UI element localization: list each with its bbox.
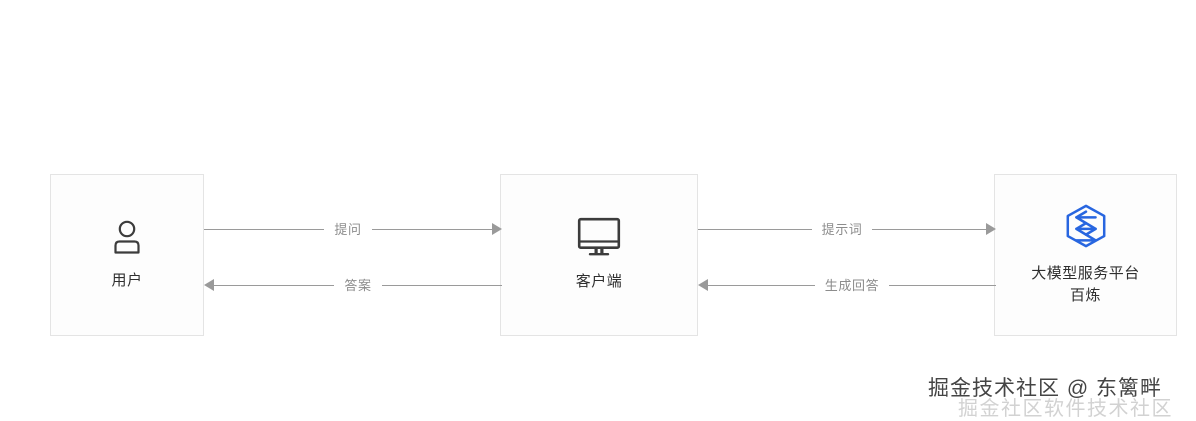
edge-generate-line-2 [889,284,996,286]
edge-answer: 答案 [204,273,503,297]
person-icon [108,218,146,256]
edge-ask: 提问 [204,217,503,241]
node-platform[interactable]: 大模型服务平台 百炼 [994,174,1177,336]
edge-generate: 生成回答 [698,273,996,297]
edge-answer-line-2 [381,284,503,286]
edge-generate-arrowhead [698,279,708,291]
edge-answer-label: 答案 [344,277,372,293]
edge-prompt-label: 提示词 [821,221,863,237]
monitor-icon [577,217,621,257]
node-user[interactable]: 用户 [50,174,204,336]
edge-ask-label: 提问 [334,221,362,237]
node-client[interactable]: 客户端 [500,174,698,336]
edge-prompt-arrowhead [986,223,996,235]
node-user-label: 用户 [111,272,143,290]
edge-ask-line-2 [371,228,493,230]
watermark-primary: 掘金技术社区 @ 东篱畔 [928,377,1162,400]
node-client-label: 客户端 [575,273,623,291]
bailian-logo-icon [1063,203,1109,249]
edge-answer-arrowhead [204,279,214,291]
edge-generate-label: 生成回答 [824,277,880,293]
watermark-secondary: 掘金社区软件技术社区 [958,398,1173,420]
edge-prompt-line [698,228,812,230]
edge-prompt: 提示词 [698,217,996,241]
edge-answer-line [214,284,335,286]
edge-prompt-line-2 [872,228,986,230]
node-platform-label: 大模型服务平台 百炼 [1031,265,1140,304]
edge-ask-line [204,228,325,230]
edge-generate-line [708,284,815,286]
edge-ask-arrowhead [492,223,503,235]
